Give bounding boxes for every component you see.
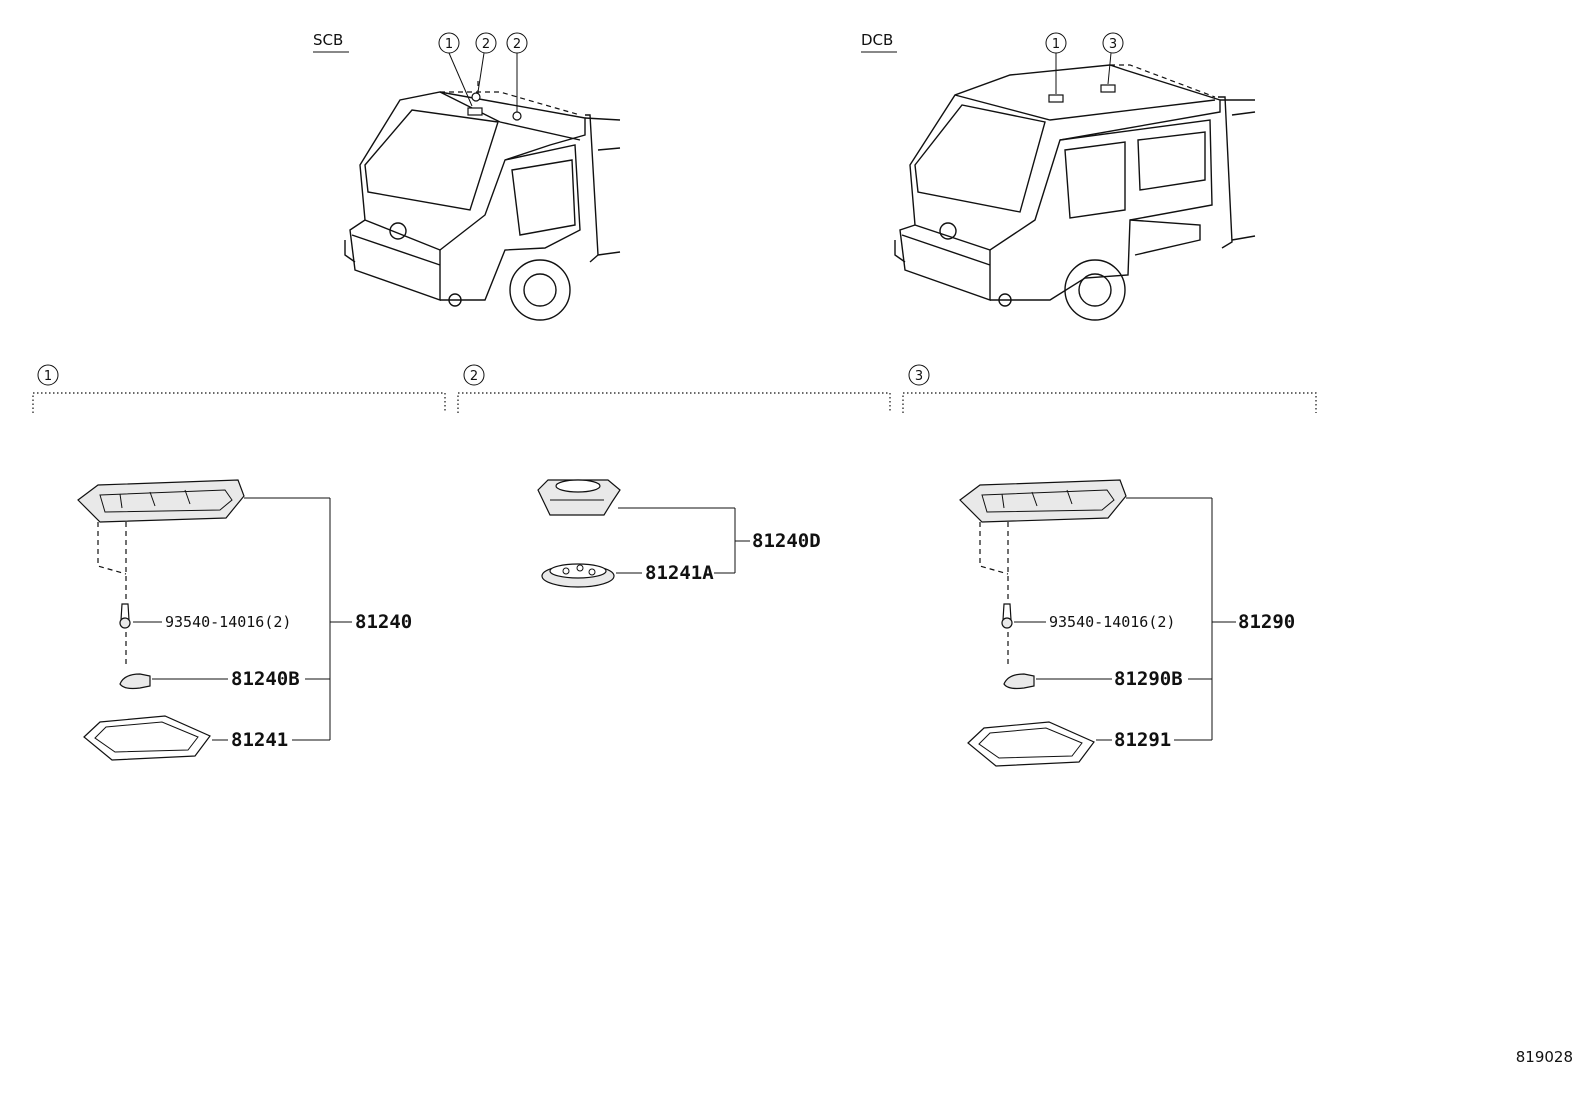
scb-truck-view: SCB — [313, 31, 621, 321]
figure-number: 819028 — [1516, 1048, 1573, 1066]
dcb-callout-1: 1 — [1045, 32, 1067, 94]
dcb-truck-view: DCB 1 — [861, 31, 1256, 321]
group-3-housing-illustration — [959, 479, 1127, 668]
group-2-number: 2 — [470, 369, 478, 384]
svg-text:3: 3 — [1109, 37, 1117, 52]
group-3-parts: 93540-14016(2) 81290 81290B 81291 — [959, 479, 1295, 767]
group-1-number: 1 — [44, 369, 52, 384]
dcb-label: DCB — [861, 31, 893, 49]
group-2-parts: 81240D 81241A — [537, 479, 821, 588]
group-1-lens-illustration — [83, 715, 211, 761]
group-1-screw-illustration — [119, 603, 131, 629]
group-1-screw-label: 93540-14016(2) — [165, 613, 291, 631]
group-3-bulb-illustration — [1003, 673, 1035, 690]
scb-callout-2a: 2 — [475, 32, 497, 93]
scb-label: SCB — [313, 31, 343, 49]
group-1-housing-illustration — [77, 479, 245, 668]
group-1-assembly-label: 81240 — [355, 611, 412, 633]
group-3-assembly-label: 81290 — [1238, 611, 1295, 633]
svg-text:2: 2 — [482, 37, 490, 52]
group-3-lens-label: 81291 — [1114, 729, 1171, 751]
group-2-assembly-label: 81240D — [752, 530, 821, 552]
group-3-bulb-label: 81290B — [1114, 668, 1183, 690]
dcb-truck-illustration — [894, 64, 1256, 321]
group-3-number: 3 — [915, 369, 923, 384]
group-3-header: 3 — [902, 364, 1317, 413]
group-2-header: 2 — [457, 364, 891, 413]
svg-text:1: 1 — [445, 37, 453, 52]
group-1-header: 1 — [32, 364, 446, 413]
scb-callout-1: 1 — [438, 32, 473, 107]
dcb-callout-3: 3 — [1102, 32, 1124, 85]
group-3-lens-illustration — [967, 721, 1095, 767]
group-2-lens-illustration — [541, 563, 615, 588]
group-3-screw-label: 93540-14016(2) — [1049, 613, 1175, 631]
group-2-lens-label: 81241A — [645, 562, 714, 584]
scb-truck-illustration — [344, 80, 621, 321]
svg-text:1: 1 — [1052, 37, 1060, 52]
group-1-parts: 93540-14016(2) 81240 81240B 81241 — [77, 479, 412, 761]
group-1-bulb-illustration — [119, 673, 151, 690]
group-1-lens-label: 81241 — [231, 729, 288, 751]
group-2-housing-illustration — [537, 479, 621, 516]
group-1-bulb-label: 81240B — [231, 668, 300, 690]
group-3-screw-illustration — [1001, 603, 1013, 629]
scb-callout-2b: 2 — [506, 32, 528, 112]
svg-text:2: 2 — [513, 37, 521, 52]
